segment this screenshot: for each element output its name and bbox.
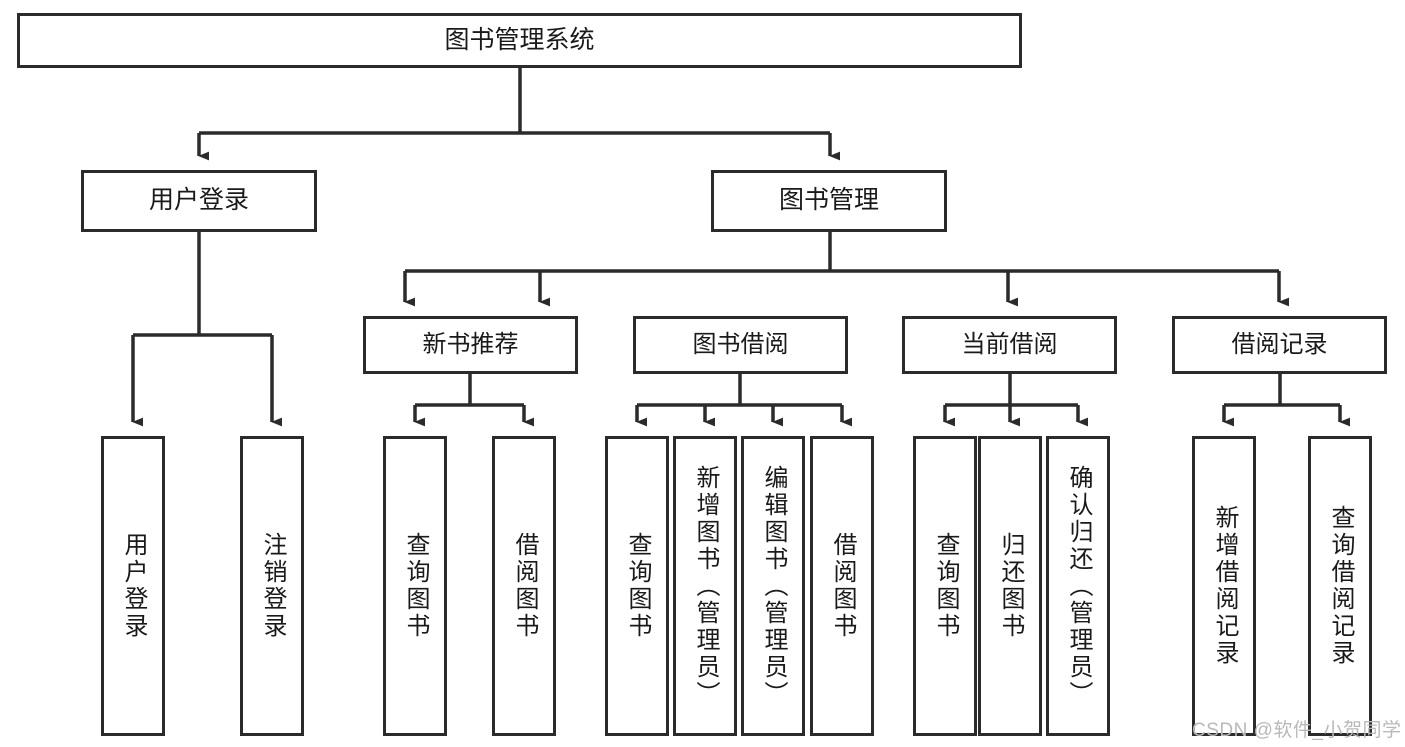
node-label: 借阅记录 xyxy=(1231,330,1328,358)
node-label: 编辑图书（管理员） xyxy=(760,464,787,708)
leaf-edit-book[interactable]: 编辑图书（管理员） xyxy=(741,436,805,736)
leaf-borrow-book-1[interactable]: 借阅图书 xyxy=(492,436,556,736)
node-label: 新增借阅记录 xyxy=(1211,505,1238,667)
node-label: 查询图书 xyxy=(932,532,959,640)
node-label: 借阅图书 xyxy=(829,532,856,640)
node-new-book-recommend[interactable]: 新书推荐 xyxy=(363,316,578,374)
leaf-query-book-3[interactable]: 查询图书 xyxy=(913,436,977,736)
node-current-borrow[interactable]: 当前借阅 xyxy=(902,316,1117,374)
node-label: 查询图书 xyxy=(624,532,651,640)
node-borrow-record[interactable]: 借阅记录 xyxy=(1172,316,1387,374)
node-book-borrow[interactable]: 图书借阅 xyxy=(633,316,848,374)
leaf-return-book[interactable]: 归还图书 xyxy=(978,436,1042,736)
node-label: 归还图书 xyxy=(997,532,1024,640)
node-label: 新增图书（管理员） xyxy=(692,464,719,708)
node-label: 用户登录 xyxy=(148,186,249,215)
leaf-query-book-1[interactable]: 查询图书 xyxy=(383,436,447,736)
node-label: 注销登录 xyxy=(259,532,286,640)
leaf-add-book[interactable]: 新增图书（管理员） xyxy=(673,436,737,736)
node-label: 确认归还（管理员） xyxy=(1065,464,1092,708)
node-label: 查询图书 xyxy=(402,532,429,640)
leaf-query-record[interactable]: 查询借阅记录 xyxy=(1308,436,1372,736)
node-label: 新书推荐 xyxy=(422,330,519,358)
leaf-user-logout[interactable]: 注销登录 xyxy=(240,436,304,736)
node-label: 图书管理 xyxy=(778,186,879,215)
node-label: 查询借阅记录 xyxy=(1327,505,1354,667)
csdn-watermark: CSDN @软件_小贺同学 xyxy=(1192,720,1402,741)
node-label: 用户登录 xyxy=(120,532,147,640)
leaf-confirm-return[interactable]: 确认归还（管理员） xyxy=(1046,436,1110,736)
node-book-management[interactable]: 图书管理 xyxy=(711,170,947,232)
leaf-add-record[interactable]: 新增借阅记录 xyxy=(1192,436,1256,736)
leaf-user-login[interactable]: 用户登录 xyxy=(101,436,165,736)
node-label: 当前借阅 xyxy=(961,330,1058,358)
node-label: 借阅图书 xyxy=(511,532,538,640)
node-label: 图书借阅 xyxy=(692,330,789,358)
leaf-query-book-2[interactable]: 查询图书 xyxy=(605,436,669,736)
leaf-borrow-book-2[interactable]: 借阅图书 xyxy=(810,436,874,736)
node-root-system[interactable]: 图书管理系统 xyxy=(17,13,1022,68)
node-user-login[interactable]: 用户登录 xyxy=(81,170,317,232)
node-label: 图书管理系统 xyxy=(444,25,595,54)
